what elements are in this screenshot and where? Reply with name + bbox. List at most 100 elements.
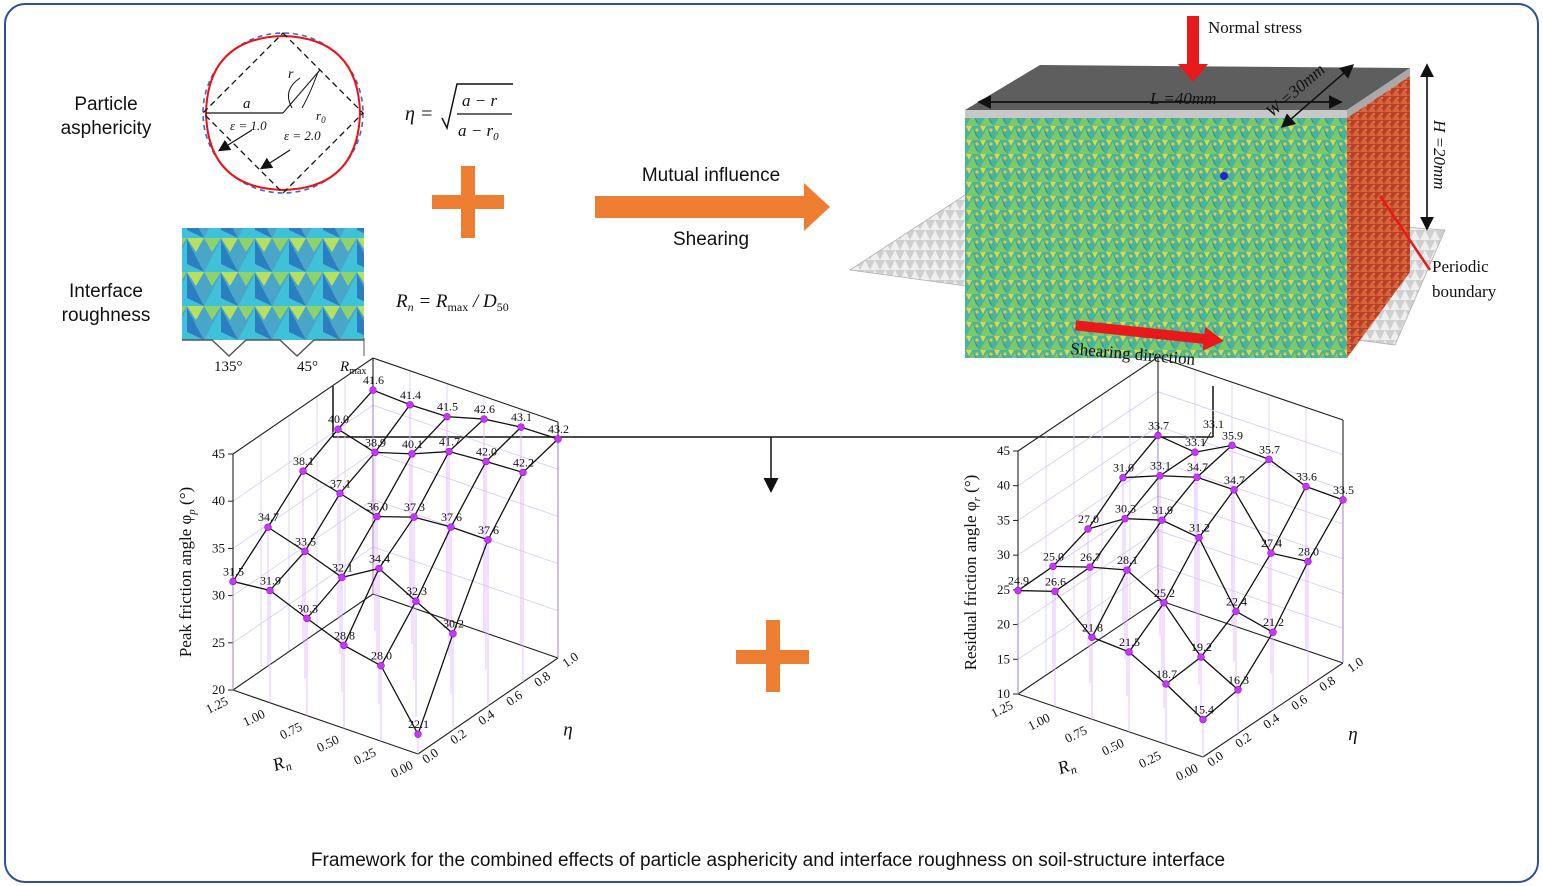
rmax-label: Rmax bbox=[339, 359, 366, 377]
data-label: 35.9 bbox=[1222, 428, 1243, 442]
data-point bbox=[1234, 686, 1242, 694]
data-label: 31.2 bbox=[1189, 521, 1210, 535]
data-point bbox=[336, 489, 344, 498]
data-label: 42.6 bbox=[474, 402, 495, 416]
data-point bbox=[1125, 648, 1133, 656]
data-label: 42.0 bbox=[476, 445, 497, 459]
data-point bbox=[299, 467, 307, 475]
series-line-rn bbox=[372, 389, 559, 440]
data-point bbox=[1265, 455, 1273, 464]
data-label: 37.3 bbox=[404, 500, 425, 514]
data-point bbox=[1162, 680, 1170, 688]
z-tick-label: 45 bbox=[997, 443, 1010, 458]
data-label: 43.1 bbox=[511, 410, 532, 424]
data-label: 27.4 bbox=[1261, 536, 1282, 550]
series-line-rn bbox=[337, 428, 524, 474]
data-label: 21.8 bbox=[1082, 620, 1103, 634]
data-label: 34.4 bbox=[369, 551, 390, 565]
shear-specimen-model bbox=[848, 65, 1446, 358]
asphericity-label-line2: asphericity bbox=[61, 118, 152, 139]
length-label: L =40mm bbox=[1149, 89, 1216, 108]
data-label: 42.2 bbox=[513, 455, 534, 469]
data-point bbox=[1199, 715, 1207, 724]
data-point bbox=[266, 586, 274, 595]
z-tick-label: 20 bbox=[212, 682, 225, 697]
data-label: 36.0 bbox=[367, 500, 388, 514]
data-point bbox=[1228, 441, 1236, 450]
data-point bbox=[1154, 431, 1162, 440]
data-point bbox=[445, 447, 453, 456]
data-point bbox=[447, 523, 455, 531]
asphericity-diagram bbox=[202, 32, 364, 194]
data-point bbox=[1232, 607, 1240, 616]
data-label: 33.6 bbox=[1296, 470, 1317, 484]
data-point bbox=[1193, 473, 1201, 481]
shearing-label: Shearing bbox=[673, 229, 749, 250]
data-label: 15.4 bbox=[1193, 703, 1214, 717]
data-point bbox=[1084, 525, 1092, 533]
series-line-rn bbox=[267, 526, 454, 635]
height-label: H =20mm bbox=[1430, 119, 1449, 190]
axis-box-edge bbox=[232, 357, 374, 455]
z-axis-title: Residual friction angle φr (°) bbox=[961, 475, 983, 671]
periodic-boundary-pointer bbox=[1378, 195, 1432, 271]
data-label: 19.2 bbox=[1191, 640, 1212, 654]
data-label: 38.1 bbox=[293, 454, 314, 468]
data-label: 37.6 bbox=[478, 523, 499, 537]
data-point bbox=[1304, 557, 1312, 566]
data-point bbox=[480, 415, 488, 423]
axis-box-edge bbox=[1157, 356, 1344, 421]
angle-135-label: 135° bbox=[214, 359, 243, 375]
asphericity-label-line1: Particle bbox=[74, 94, 137, 115]
data-label: 41.5 bbox=[437, 400, 458, 414]
data-label: 28.1 bbox=[1117, 553, 1138, 567]
data-label: 34.7 bbox=[1187, 460, 1208, 474]
z-tick-label: 45 bbox=[212, 446, 225, 461]
data-point bbox=[1267, 549, 1275, 557]
eta-formula-lhs: η = bbox=[405, 103, 433, 125]
z-tick-label: 30 bbox=[997, 547, 1010, 562]
data-point bbox=[1191, 448, 1199, 456]
data-label: 40.0 bbox=[328, 412, 349, 426]
data-point bbox=[1230, 486, 1238, 494]
axis-box-edge bbox=[1017, 356, 1159, 452]
plus-icon-bottom bbox=[736, 620, 809, 692]
z-tick-label: 40 bbox=[997, 478, 1010, 493]
data-label: 27.0 bbox=[1078, 512, 1099, 526]
data-point bbox=[377, 661, 385, 670]
data-label: 32.1 bbox=[332, 560, 353, 574]
data-label: 22.4 bbox=[1226, 594, 1247, 608]
data-point bbox=[1051, 587, 1059, 596]
data-point bbox=[1121, 514, 1129, 523]
plus-icon-top bbox=[432, 166, 504, 238]
mutual-influence-arrow bbox=[595, 183, 830, 231]
data-point bbox=[1123, 566, 1131, 574]
normal-stress-arrow bbox=[1178, 16, 1208, 82]
z-axis-title: Peak friction angle φp (°) bbox=[176, 487, 198, 657]
data-point bbox=[1160, 599, 1168, 607]
data-label: 31.0 bbox=[1113, 461, 1134, 475]
data-label: 28.0 bbox=[371, 649, 392, 663]
eta-denominator: a − r0 bbox=[458, 121, 499, 143]
data-label: 31.5 bbox=[223, 564, 244, 578]
data-label: 40.1 bbox=[402, 437, 423, 451]
series-line-rn bbox=[302, 470, 489, 541]
mutual-influence-label: Mutual influence bbox=[642, 165, 780, 186]
data-label: 21.5 bbox=[1119, 635, 1140, 649]
data-label: 31.9 bbox=[1152, 503, 1173, 517]
data-point bbox=[1302, 482, 1310, 491]
data-point bbox=[229, 577, 237, 586]
data-label: 33.5 bbox=[1333, 483, 1354, 497]
data-label: 26.6 bbox=[1045, 574, 1066, 588]
data-point bbox=[1339, 496, 1347, 504]
data-point bbox=[371, 448, 379, 457]
annotation-label: 33.1 bbox=[1203, 417, 1224, 431]
data-label: 33.1 bbox=[1185, 435, 1206, 449]
z-tick-label: 20 bbox=[997, 617, 1010, 632]
data-label: 30.3 bbox=[297, 601, 318, 615]
data-point bbox=[1014, 586, 1022, 595]
roughness-label-line2: roughness bbox=[62, 305, 151, 326]
data-point bbox=[1088, 633, 1096, 641]
data-label: 33.5 bbox=[295, 534, 316, 548]
